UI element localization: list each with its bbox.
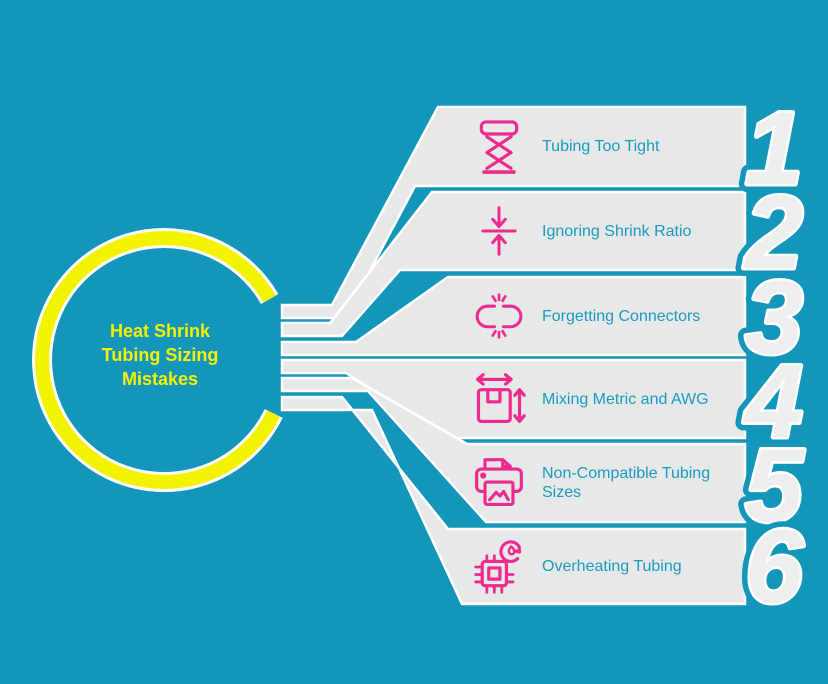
broken-link-icon (468, 291, 530, 341)
list-item-3: Forgetting Connectors (468, 277, 768, 355)
item-number-3-halo: 3 (745, 260, 803, 376)
item-number-6: 6 (745, 509, 804, 625)
item-label: Mixing Metric and AWG (542, 390, 709, 408)
item-number-3: 3 (745, 260, 803, 376)
item-label: Tubing Too Tight (542, 138, 660, 155)
printer-photo-icon (468, 455, 530, 511)
title-line-3: Mistakes (121, 369, 199, 389)
item-label: Overheating Tubing (542, 558, 682, 575)
item-number-2-halo: 2 (743, 175, 803, 291)
chip-overheat-icon (468, 539, 530, 595)
ribbon-item-5 (280, 376, 747, 524)
box-dimensions-icon (468, 371, 530, 427)
item-number-4: 4 (743, 344, 803, 460)
item-number-5: 5 (745, 428, 805, 544)
list-item-2: Ignoring Shrink Ratio (468, 192, 768, 270)
item-number-1-halo: 1 (745, 91, 803, 207)
list-item-4: Mixing Metric and AWG (468, 360, 768, 438)
item-number-5-halo: 5 (745, 428, 805, 544)
compress-arrows-icon (468, 202, 530, 260)
item-number-2: 2 (743, 175, 803, 291)
ribbon-item-2 (280, 190, 747, 338)
ribbon-item-3 (280, 275, 747, 357)
ribbon-item-1 (280, 105, 747, 320)
scissor-lift-icon (468, 117, 530, 177)
item-number-4-halo: 4 (743, 344, 803, 460)
list-item-1: Tubing Too Tight (468, 107, 768, 186)
title-line-2: Tubing Sizing (101, 345, 219, 365)
list-item-6: Overheating Tubing (468, 529, 768, 604)
infographic-title: Heat Shrink Tubing Sizing Mistakes (54, 319, 266, 391)
item-number-6-halo: 6 (745, 509, 804, 625)
list-item-5: Non-Compatible Tubing Sizes (468, 444, 768, 522)
title-line-1: Heat Shrink (109, 321, 211, 341)
item-label: Ignoring Shrink Ratio (542, 222, 692, 240)
item-label: Forgetting Connectors (542, 307, 701, 325)
item-number-1: 1 (745, 91, 803, 207)
ribbon-item-6 (280, 395, 747, 606)
title-circle-ring (35, 231, 280, 490)
item-label: Non-Compatible Tubing Sizes (542, 465, 711, 501)
